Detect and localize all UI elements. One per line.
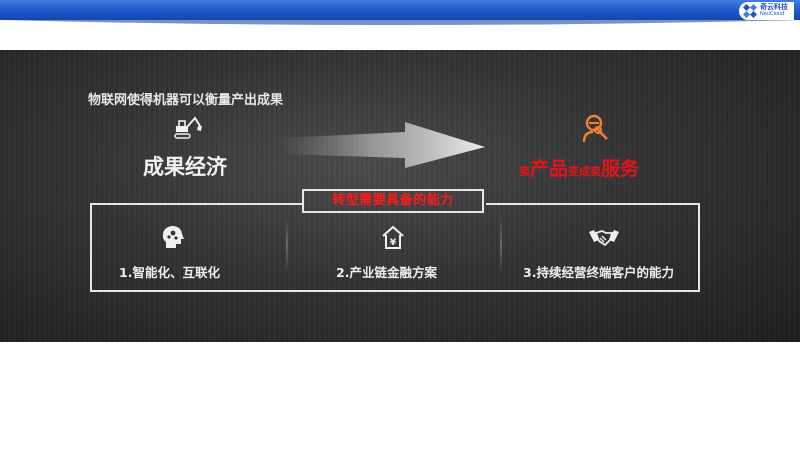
head-network-icon (162, 226, 184, 248)
house-yuan-icon: ¥ (382, 225, 404, 249)
capability-label-1: 1.智能化、互联化 (119, 265, 220, 280)
handshake-icon (589, 230, 619, 247)
company-logo: 奇云科技 NeuCloud (739, 2, 794, 20)
title-part-sell-2: 卖 (590, 165, 602, 178)
capability-label-2: 2.产业链金融方案 (336, 265, 437, 280)
logo-name-cn: 奇云科技 (760, 3, 788, 11)
column-divider (500, 216, 502, 274)
column-divider (286, 216, 288, 274)
sell-service-title: 卖产品变成卖服务 (519, 154, 639, 181)
frame-top-left (90, 203, 303, 205)
outcome-economy-title: 成果经济 (143, 155, 227, 179)
transition-arrow (280, 122, 485, 168)
logo-mark-icon (743, 4, 757, 18)
capabilities-heading: 转型需要具备的能力 (332, 193, 454, 208)
frame-top-right (486, 203, 698, 205)
logo-name-en: NeuCloud (760, 11, 785, 17)
content-panel (0, 50, 800, 342)
slide-subtitle: 物联网使得机器可以衡量产出成果 (88, 93, 284, 108)
capability-label-3: 3.持续经营终端客户的能力 (523, 265, 674, 280)
header-bar (0, 0, 800, 20)
header-curve (0, 18, 800, 25)
title-part-service: 服务 (601, 158, 640, 180)
title-part-sell: 卖 (519, 165, 530, 178)
capabilities-heading-box (302, 189, 484, 213)
capabilities-frame (90, 203, 700, 292)
title-part-become: 变成 (568, 165, 591, 178)
title-part-product: 产品 (530, 158, 569, 180)
service-support-icon (582, 114, 608, 143)
excavator-icon (174, 116, 202, 139)
svg-text:¥: ¥ (390, 238, 397, 248)
